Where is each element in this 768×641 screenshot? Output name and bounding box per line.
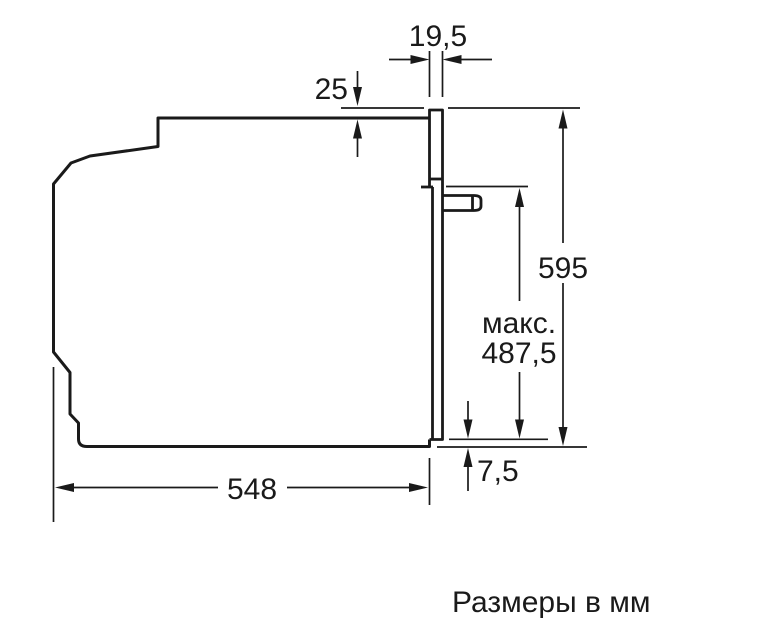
arrowhead-up-icon: [353, 119, 362, 139]
arrowhead-right-icon: [410, 55, 430, 64]
dim-top-overhang: 25: [315, 71, 424, 157]
oven-door-panel: [428, 108, 444, 441]
arrowhead-left-icon: [55, 483, 74, 492]
arrowhead-down-icon: [353, 87, 362, 106]
dim-label-548: 548: [227, 473, 277, 506]
dim-label-25: 25: [315, 73, 348, 106]
arrowhead-right-icon: [409, 483, 428, 492]
arrowhead-up-icon: [515, 188, 524, 207]
arrowhead-left-icon: [442, 55, 462, 64]
door-handle: [442, 194, 483, 212]
dim-bottom-offset: 7,5: [463, 401, 519, 491]
dim-label-19-5: 19,5: [409, 20, 467, 53]
dim-total-height: 595: [437, 107, 588, 448]
dim-label-595: 595: [538, 252, 588, 285]
dim-label-7-5: 7,5: [477, 455, 519, 488]
arrowhead-up-icon: [558, 109, 568, 129]
dim-door-max: макс. 487,5: [446, 185, 557, 441]
arrowhead-up-icon: [463, 448, 473, 467]
arrowhead-down-icon: [515, 419, 524, 439]
dim-label-487-5: 487,5: [481, 337, 556, 370]
arrowhead-down-icon: [463, 419, 473, 439]
dim-label-maks: макс.: [482, 307, 556, 340]
dim-body-depth: 548: [52, 367, 431, 522]
dim-front-panel-thickness: 19,5: [389, 20, 492, 97]
units-caption: Размеры в мм: [452, 586, 651, 619]
oven-body-outline: [52, 116, 431, 448]
arrowhead-down-icon: [558, 427, 568, 446]
